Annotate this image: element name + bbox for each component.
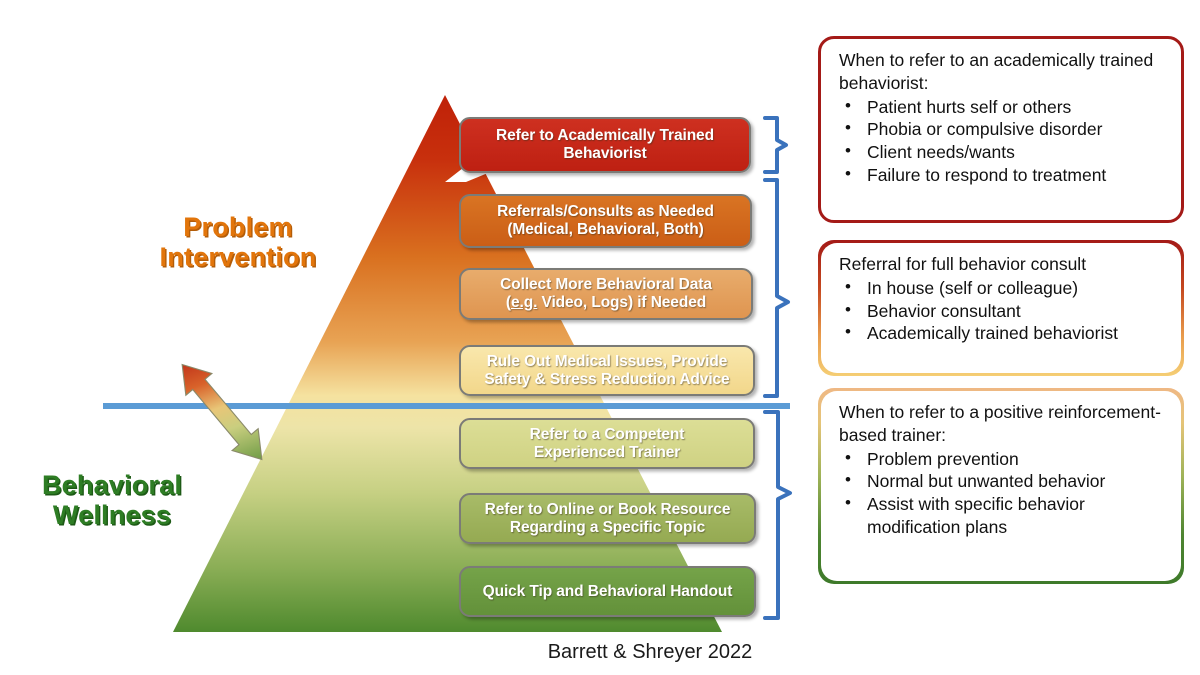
callout-2-list: In house (self or colleague) Behavior co… [839,276,1167,345]
side-label-problem-intervention: Problem Intervention [128,212,348,272]
callout-3-item-3: Assist with specific behavior modificati… [839,492,1167,539]
label-wellness-line1: Behavioral [41,470,183,500]
callout-1-item-1: Patient hurts self or others [839,95,1167,119]
tier-4-line2: Safety & Stress Reduction Advice [484,370,730,388]
callout-3-item-1: Problem prevention [839,447,1167,471]
callout-3-list: Problem prevention Normal but unwanted b… [839,447,1167,539]
tier-2-line2: (Medical, Behavioral, Both) [507,221,704,238]
label-wellness-line2: Wellness [52,500,172,531]
callout-2-heading: Referral for full behavior consult [839,254,1087,274]
callout-2-item-2: Behavior consultant [839,299,1167,323]
callout-2-item-1: In house (self or colleague) [839,276,1167,300]
side-label-behavioral-wellness: Behavioral Wellness [6,470,218,530]
callout-2-item-3: Academically trained behaviorist [839,321,1167,345]
tier-3-line1: Collect More Behavioral Data [500,276,712,294]
callout-3-item-2: Normal but unwanted behavior [839,469,1167,493]
tier-5-line1: Refer to a Competent [529,425,685,443]
label-problem-line2: Intervention [159,242,317,273]
callout-positive-reinforcement-trainer: When to refer to a positive reinforcemen… [821,391,1181,581]
brace-top [763,116,788,174]
source-caption: Barrett & Shreyer 2022 [0,641,1200,664]
callout-1-list: Patient hurts self or others Phobia or c… [839,95,1167,187]
tier-1-line2: Behaviorist [563,145,647,162]
tier-6-line2: Regarding a Specific Topic [509,518,706,536]
callout-1-heading: When to refer to an academically trained… [839,50,1154,93]
callout-full-behavior-consult: Referral for full behavior consult In ho… [821,243,1181,373]
callout-refer-behaviorist: When to refer to an academically trained… [818,36,1184,223]
tier-6-line1: Refer to Online or Book Resource [484,500,731,518]
pyramid-tier-quick-tip-handout[interactable]: Quick Tip and Behavioral Handout [459,566,756,617]
pyramid-tier-rule-out-medical[interactable]: Rule Out Medical Issues, Provide Safety … [459,345,755,396]
callout-1-item-4: Failure to respond to treatment [839,163,1167,187]
pyramid-tier-referrals-consults[interactable]: Referrals/Consults as Needed (Medical, B… [459,194,752,248]
pyramid-tier-competent-trainer[interactable]: Refer to a Competent Experienced Trainer [459,418,755,469]
brace-middle [763,178,790,398]
pyramid-tier-refer-behaviorist[interactable]: Refer to Academically Trained Behavioris… [459,117,751,173]
pyramid-tier-collect-behavioral-data[interactable]: Collect More Behavioral Data (e.g. Video… [459,268,753,320]
tier-5-line2: Experienced Trainer [533,443,681,461]
brace-bottom [763,410,792,620]
caption-text: Barrett & Shreyer 2022 [547,641,753,663]
tier-3-line2: (e.g. Video, Logs) if Needed [505,294,707,311]
tier-2-line1: Referrals/Consults as Needed [497,203,714,221]
tier-4-line1: Rule Out Medical Issues, Provide [486,352,728,370]
callout-1-item-2: Phobia or compulsive disorder [839,117,1167,141]
pyramid-tier-online-book-resource[interactable]: Refer to Online or Book Resource Regardi… [459,493,756,544]
callout-1-item-3: Client needs/wants [839,140,1167,164]
tier-7-line1: Quick Tip and Behavioral Handout [482,582,733,600]
double-headed-gradient-arrow [181,363,263,461]
callout-3-heading: When to refer to a positive reinforcemen… [839,402,1161,445]
tier-1-line1: Refer to Academically Trained [496,127,714,145]
label-problem-line1: Problem [183,212,293,242]
